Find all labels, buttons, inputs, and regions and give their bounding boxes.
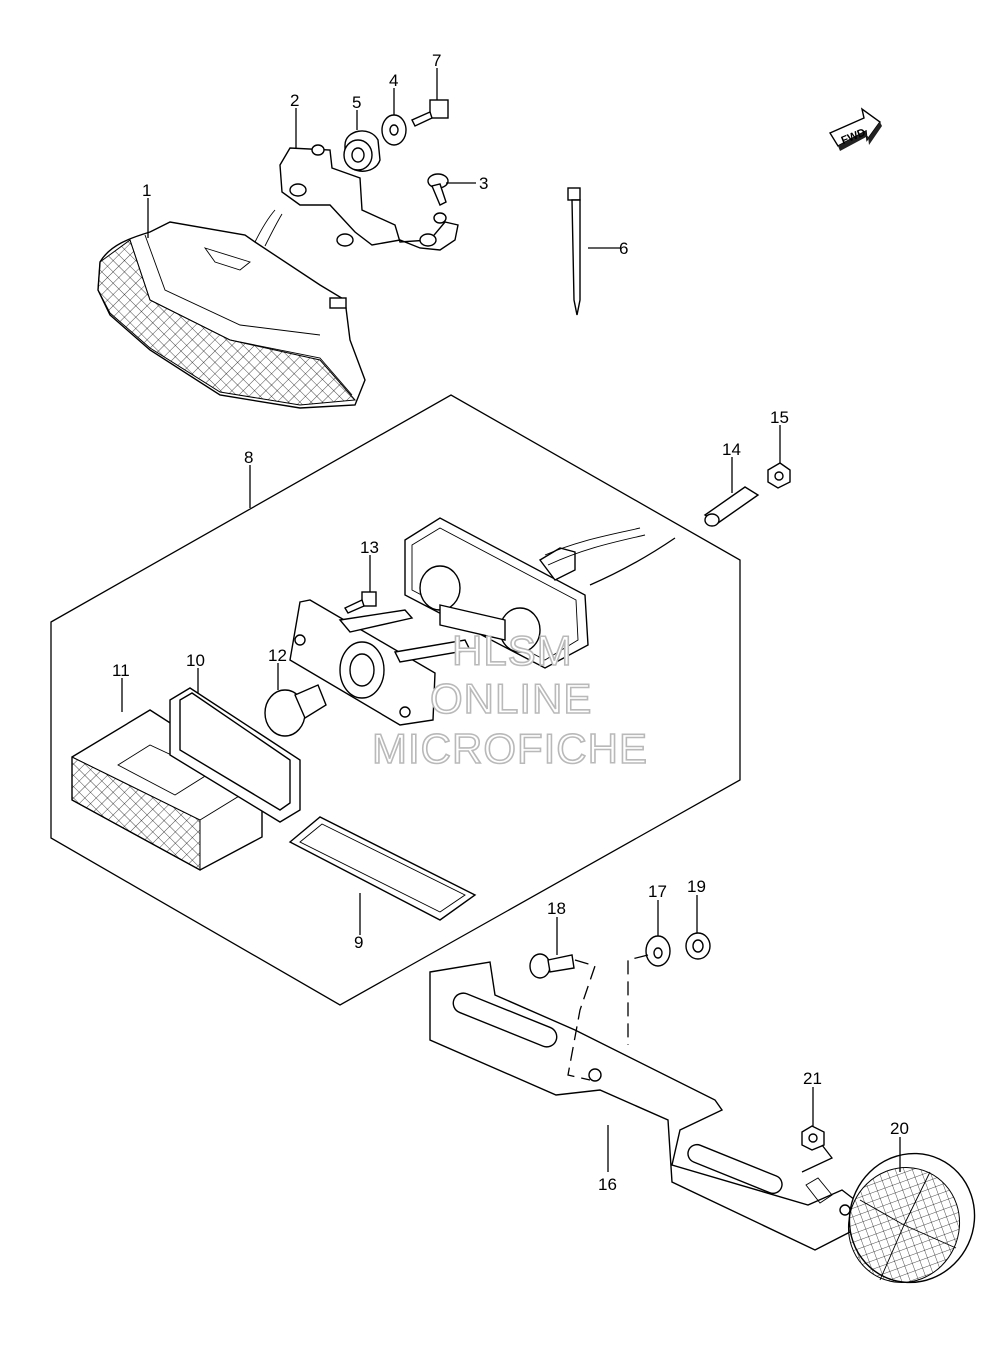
watermark-line-1: HLSM <box>452 627 573 674</box>
license-bracket-16 <box>429 961 856 1251</box>
callout-18: 18 <box>547 899 566 918</box>
socket-plate <box>289 599 472 726</box>
screw-13 <box>344 591 377 614</box>
nut-15 <box>767 462 791 489</box>
bracket <box>279 144 459 251</box>
callout-4: 4 <box>389 71 398 90</box>
spacer-14 <box>703 486 760 527</box>
washer-17 <box>645 935 671 967</box>
callout-20: 20 <box>890 1119 909 1138</box>
watermark: HLSM ONLINE MICROFICHE <box>371 626 648 773</box>
callouts: 1 2 3 4 5 6 7 8 9 10 11 12 13 14 15 16 1… <box>112 51 909 1194</box>
plate-9 <box>288 816 477 921</box>
housing <box>404 517 646 669</box>
cable-tie-6 <box>567 187 581 316</box>
callout-2: 2 <box>290 91 299 110</box>
nut-21 <box>801 1125 825 1151</box>
callout-1: 1 <box>142 181 151 200</box>
callout-6: 6 <box>619 239 628 258</box>
leader-lines <box>121 68 901 1173</box>
screw-3 <box>427 173 449 206</box>
callout-16: 16 <box>598 1175 617 1194</box>
callout-13: 13 <box>360 538 379 557</box>
callout-21: 21 <box>803 1069 822 1088</box>
tail-light-assembly <box>97 209 366 409</box>
bolt-7 <box>411 99 449 127</box>
callout-7: 7 <box>432 51 441 70</box>
bolt-18 <box>529 953 575 979</box>
callout-5: 5 <box>352 93 361 112</box>
bulb-12 <box>264 684 327 737</box>
callout-10: 10 <box>186 651 205 670</box>
alignment-lines <box>567 954 649 1081</box>
callout-14: 14 <box>722 440 741 459</box>
callout-15: 15 <box>770 408 789 427</box>
fwd-arrow-icon: FWD <box>828 107 882 151</box>
grommet-5 <box>343 130 381 172</box>
callout-8: 8 <box>244 448 253 467</box>
callout-17: 17 <box>648 882 667 901</box>
lens-11 <box>71 709 263 871</box>
callout-9: 9 <box>354 933 363 952</box>
watermark-line-3: MICROFICHE <box>372 725 648 772</box>
callout-19: 19 <box>687 877 706 896</box>
watermark-line-2: ONLINE <box>430 675 592 722</box>
callout-11: 11 <box>112 661 130 680</box>
callout-3: 3 <box>479 174 488 193</box>
callout-12: 12 <box>268 646 287 665</box>
reflector-20 <box>847 1152 976 1284</box>
washer-4 <box>381 114 407 146</box>
nut-19 <box>685 932 711 960</box>
assembly-8-outline <box>50 394 741 1006</box>
gasket-10 <box>169 687 301 823</box>
